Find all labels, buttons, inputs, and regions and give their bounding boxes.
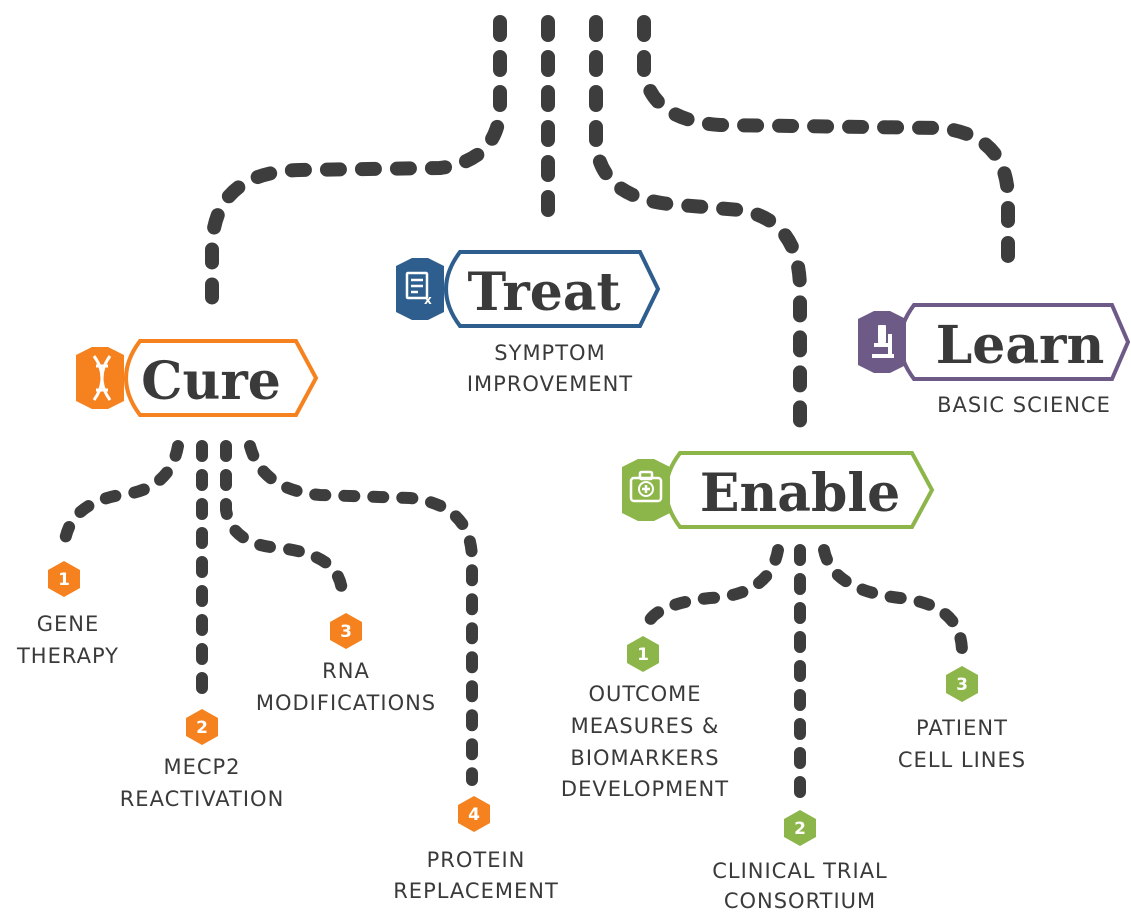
enable-label: Enable <box>700 463 900 524</box>
cure-item-1[interactable]: 1 <box>48 561 80 597</box>
treat-node[interactable]: x Treat <box>396 250 661 328</box>
cure-label: Cure <box>141 351 281 412</box>
treat-icon-hex <box>396 258 444 320</box>
svg-text:1: 1 <box>58 570 70 590</box>
svg-text:3: 3 <box>340 622 352 642</box>
enable-item-2[interactable]: 2 <box>784 810 816 846</box>
learn-subtitle: BASIC SCIENCE <box>937 393 1111 417</box>
enable-badge-3 <box>946 666 978 702</box>
enable-item-1-line-3: BIOMARKERS <box>570 746 719 770</box>
cure-item-4-line-1: PROTEIN <box>427 848 526 872</box>
cure-item-1-line-2: THERAPY <box>16 644 119 668</box>
enable-item-1-line-1: OUTCOME <box>588 682 701 706</box>
cure-item-3[interactable]: 3 <box>330 613 362 649</box>
cure-pill <box>124 339 319 417</box>
cure-node[interactable]: Cure <box>76 339 319 417</box>
enable-item-3[interactable]: 3 <box>946 666 978 702</box>
enable-item-2-line-2: CONSORTIUM <box>724 889 876 912</box>
connector-to-enable <box>589 15 807 437</box>
cure-item-2-line-1: MECP2 <box>163 755 240 779</box>
medical-kit-icon <box>629 470 663 503</box>
svg-text:2: 2 <box>196 718 208 738</box>
cure-item-3-line-2: MODIFICATIONS <box>256 691 436 715</box>
cure-icon-hex <box>76 347 124 409</box>
connector-cure-3 <box>220 440 348 598</box>
cure-badge-2 <box>186 709 218 745</box>
connector-enable-3 <box>818 544 968 658</box>
treat-pill <box>444 250 661 328</box>
learn-node[interactable]: Learn <box>858 303 1131 381</box>
learn-label: Learn <box>936 315 1105 376</box>
svg-text:4: 4 <box>468 805 480 825</box>
enable-item-1[interactable]: 1 <box>627 636 659 672</box>
cure-badge-1 <box>48 561 80 597</box>
treat-subtitle-line-1: SYMPTOM <box>494 341 605 365</box>
enable-badge-2 <box>784 810 816 846</box>
svg-text:3: 3 <box>956 675 968 695</box>
treat-subtitle-line-2: IMPROVEMENT <box>467 372 633 396</box>
microscope-icon <box>872 325 894 358</box>
connector-cure-4 <box>244 440 478 786</box>
svg-text:x: x <box>424 293 432 307</box>
connector-cure-1 <box>58 440 184 558</box>
connector-to-learn <box>637 15 1015 282</box>
enable-item-1-line-4: DEVELOPMENT <box>561 777 729 801</box>
connector-to-cure <box>205 15 507 325</box>
prescription-icon: x <box>405 271 432 307</box>
enable-item-3-line-1: PATIENT <box>916 716 1008 740</box>
enable-item-3-line-2: CELL LINES <box>898 748 1026 772</box>
cure-item-2-line-2: REACTIVATION <box>120 787 285 811</box>
cure-item-4-line-2: REPLACEMENT <box>393 879 559 903</box>
cure-item-1-line-1: GENE <box>37 612 100 636</box>
enable-item-1-line-2: MEASURES & <box>571 714 720 738</box>
connector-enable-1 <box>640 544 784 638</box>
cure-item-4[interactable]: 4 <box>458 796 490 832</box>
enable-item-2-line-1: CLINICAL TRIAL <box>712 859 888 883</box>
svg-text:2: 2 <box>794 819 806 839</box>
cure-badge-4 <box>458 796 490 832</box>
enable-node[interactable]: Enable <box>622 451 935 529</box>
cure-item-3-line-1: RNA <box>322 659 370 683</box>
dna-icon <box>92 355 112 401</box>
treat-label: Treat <box>467 262 620 323</box>
enable-badge-1 <box>627 636 659 672</box>
svg-text:1: 1 <box>637 645 649 665</box>
cure-badge-3 <box>330 613 362 649</box>
cure-item-2[interactable]: 2 <box>186 709 218 745</box>
